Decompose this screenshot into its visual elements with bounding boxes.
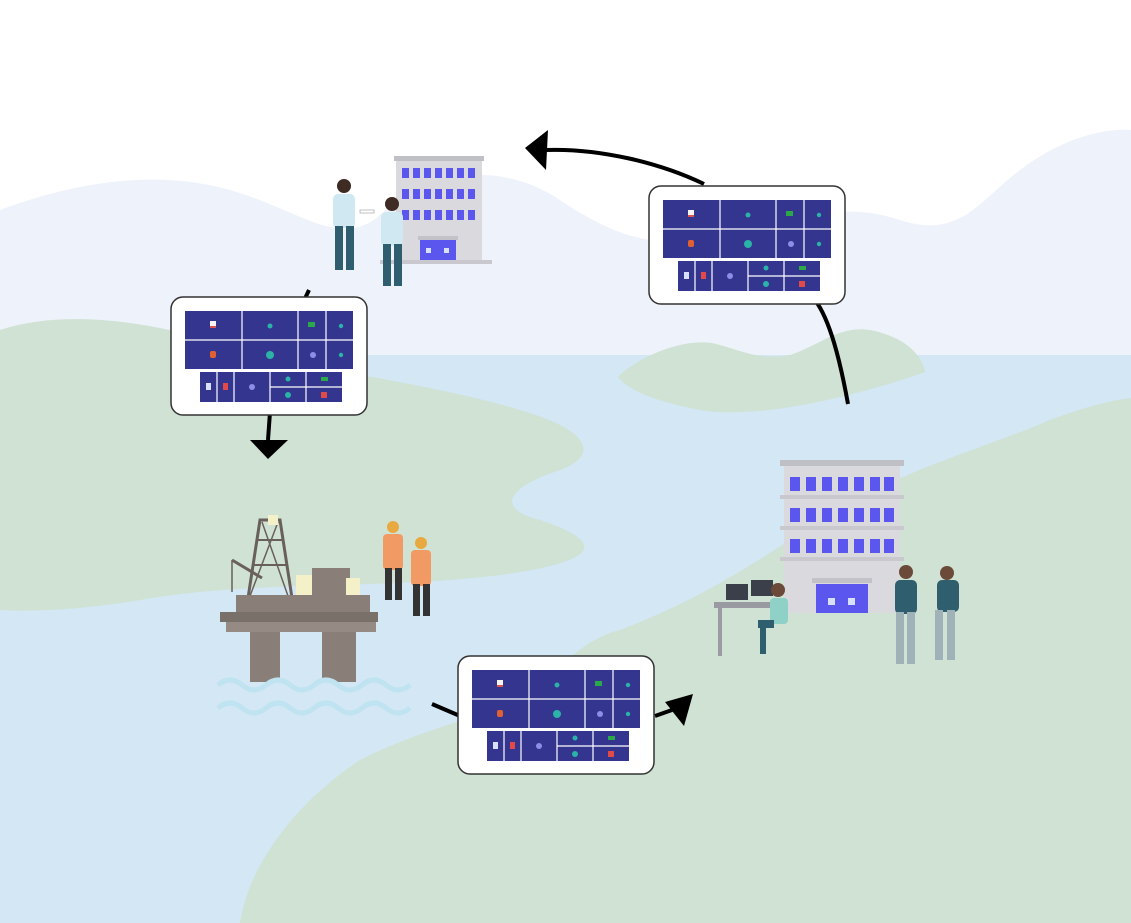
dashboard-card-bottom — [457, 655, 655, 775]
arrow-platform-to-control-right — [654, 708, 673, 718]
arrowhead-right — [665, 694, 693, 726]
right-land — [240, 398, 1131, 923]
office-workers-pair — [333, 179, 403, 286]
small-office-building — [380, 156, 492, 264]
arrowhead-left — [525, 130, 548, 170]
control-center-workers-pair — [895, 565, 959, 664]
left-land — [0, 319, 585, 611]
arrow-control-to-office — [544, 147, 850, 405]
arrowhead-down — [250, 440, 288, 459]
dashboard-card-top-right — [648, 185, 846, 305]
offshore-oil-platform — [220, 515, 378, 682]
waves — [216, 677, 412, 716]
arrow-platform-to-control-left — [431, 702, 461, 718]
rig-workers-pair — [383, 521, 431, 616]
distant-island — [618, 329, 925, 413]
control-center-building — [780, 460, 904, 613]
dashboard-card-left — [170, 296, 368, 416]
arrow-office-to-platform-lower — [266, 411, 272, 441]
control-desk-operator — [714, 580, 788, 656]
flow-arrows — [266, 147, 850, 718]
